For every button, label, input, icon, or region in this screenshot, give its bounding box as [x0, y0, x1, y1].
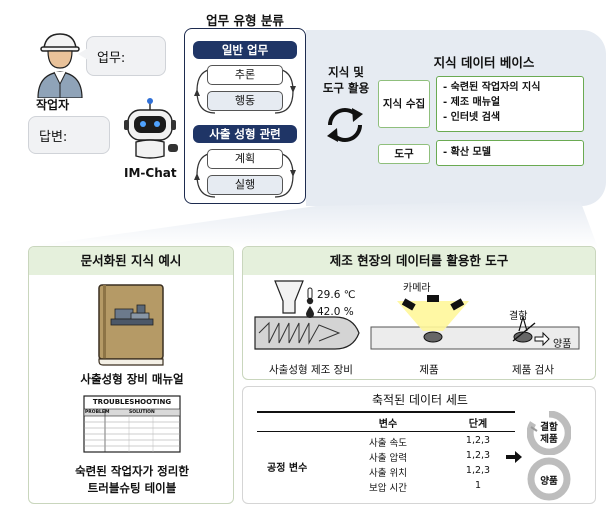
good-product-label: 양품 [540, 476, 558, 487]
product-caption: 제품 [419, 364, 439, 376]
dataset-panel: 축적된 데이터 세트 변수 단계 공정 변수 사출 속도 1,2,3 사출 압력… [242, 386, 596, 504]
task-type-panel: 일반 업무 추론 행동 사출 성형 관련 계획 실행 [184, 28, 306, 204]
documented-knowledge-title: 문서화된 지식 예시 [29, 247, 233, 275]
row-step: 1,2,3 [465, 450, 491, 461]
knowledge-collect-label: 지식 수집 [378, 80, 430, 128]
action-box: 행동 [207, 91, 283, 111]
defect-product-label-1: 결함 [540, 422, 558, 433]
table-top-rule [257, 411, 515, 413]
refresh-cycle-icon [327, 108, 363, 142]
documented-knowledge-panel: 문서화된 지식 예시 사출성형 장비 매뉴얼 TROUBLESHOOTING P… [28, 246, 234, 504]
ts-header-text: TROUBLESHOOTING [92, 398, 172, 406]
collect-item: - 숙련된 작업자의 지식 [443, 82, 541, 93]
good-label: 양품 [553, 339, 572, 350]
execute-box: 실행 [207, 175, 283, 195]
good-product-icon [527, 457, 571, 501]
collect-item: - 제조 매뉴얼 [443, 97, 501, 108]
injection-cycle-arrows [194, 152, 296, 198]
header-step: 단계 [468, 419, 488, 430]
group-label: 공정 변수 [267, 463, 308, 474]
ts-col-problem: PROBLEM [85, 410, 110, 415]
temperature-value: 29.6 ℃ [317, 289, 356, 301]
connector-shape [20, 200, 598, 248]
defect-product-icon [527, 411, 571, 455]
row-var: 사출 위치 [369, 468, 407, 479]
question-bubble: 업무: [86, 36, 166, 76]
ts-col-solution: SOLUTION [129, 410, 155, 415]
worker-icon [37, 33, 83, 98]
general-cycle-arrows [194, 68, 296, 114]
question-bubble-tail [78, 48, 88, 60]
knowledge-collect-content: - 숙련된 작업자의 지식 - 제조 매뉴얼 - 인터넷 검색 [436, 76, 584, 132]
cycle-label-line1: 지식 및 [328, 65, 364, 79]
row-step: 1,2,3 [465, 435, 491, 446]
result-arrow-icon [506, 451, 522, 463]
thermometer-icon [306, 287, 314, 305]
tool-panel-title: 제조 현장의 데이터를 활용한 도구 [243, 247, 595, 275]
general-task-header: 일반 업무 [193, 41, 297, 59]
table-mid-rule [257, 431, 515, 432]
humidity-drop-icon [306, 306, 314, 318]
dataset-title: 축적된 데이터 세트 [372, 393, 468, 407]
machine-caption: 사출성형 제조 장비 [269, 364, 353, 376]
cycle-label-line2: 도구 활용 [322, 81, 370, 95]
robot-icon [124, 98, 178, 159]
inspection-scene [370, 295, 580, 350]
task-panel-title: 업무 유형 분류 [206, 13, 284, 28]
tool-label: 도구 [378, 144, 430, 164]
row-step: 1,2,3 [465, 465, 491, 476]
row-var: 사출 속도 [369, 438, 407, 449]
tool-panel: 제조 현장의 데이터를 활용한 도구 29.6 ℃ 42.0 % 사출성형 제조… [242, 246, 596, 380]
collect-item: - 인터넷 검색 [443, 112, 501, 123]
humidity-value: 42.0 % [317, 306, 354, 318]
answer-bubble: 답변: [28, 116, 110, 154]
defect-product-label-2: 제품 [540, 434, 558, 445]
reasoning-box: 추론 [207, 65, 283, 85]
manual-caption: 사출성형 장비 매뉴얼 [80, 372, 184, 386]
row-step: 1 [474, 480, 482, 491]
question-text: 업무: [97, 50, 126, 66]
header-var: 변수 [378, 419, 398, 430]
troubleshooting-table-icon [83, 395, 181, 453]
bot-label: IM-Chat [124, 166, 177, 180]
row-var: 보압 시간 [369, 483, 407, 494]
tool-item: - 확산 모델 [443, 147, 491, 158]
row-var: 사출 압력 [369, 453, 407, 464]
manual-book-icon [98, 284, 164, 366]
inspection-caption: 제품 검사 [512, 364, 554, 376]
ts-caption-1: 숙련된 작업자가 정리한 [75, 464, 189, 478]
defect-label: 결함 [509, 311, 528, 322]
injection-machine-icon [254, 280, 360, 350]
camera-label: 카메라 [403, 283, 431, 294]
answer-text: 답변: [39, 129, 68, 145]
injection-task-header: 사출 성형 관련 [193, 125, 297, 143]
knowledge-db-title: 지식 데이터 베이스 [433, 55, 535, 70]
worker-label: 작업자 [36, 98, 70, 112]
tool-content: - 확산 모델 [436, 140, 584, 166]
ts-caption-2: 트러블슈팅 테이블 [87, 481, 177, 495]
plan-box: 계획 [207, 149, 283, 169]
